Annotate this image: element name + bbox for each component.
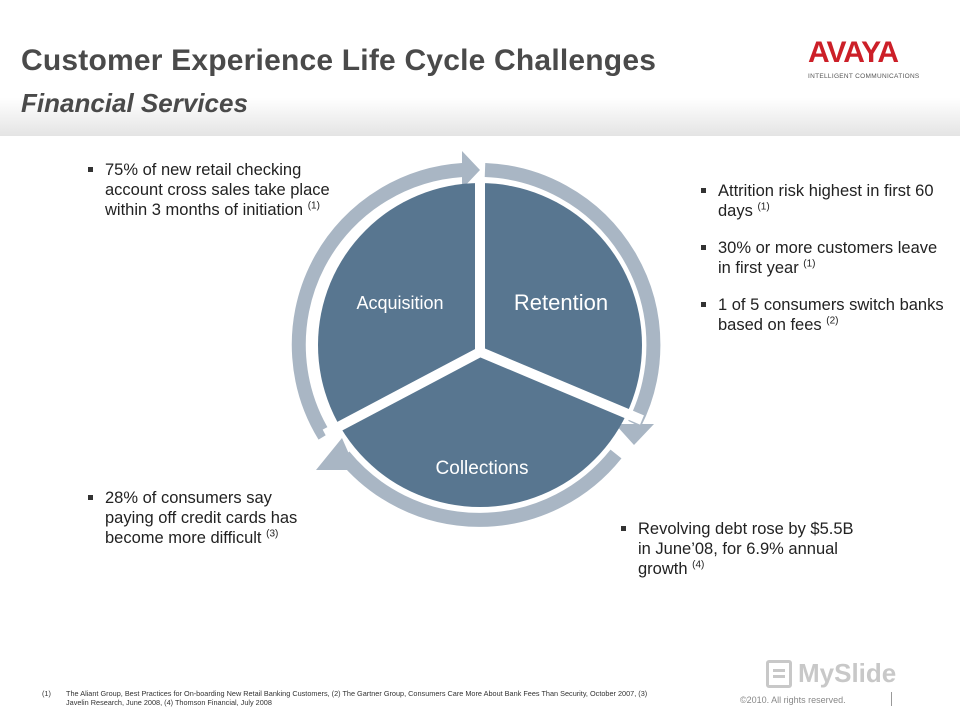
segment-label-retention: Retention [514, 290, 608, 315]
ring-arrowhead-collections [316, 438, 356, 470]
logo-tagline: INTELLIGENT COMMUNICATIONS [808, 73, 920, 80]
wheel-dividers [322, 178, 644, 439]
bullets-acquisition: 75% of new retail checking account cross… [88, 160, 363, 237]
footer-divider [891, 692, 892, 706]
logo-wordmark: AVAYA [808, 36, 899, 69]
slide-icon [766, 659, 792, 688]
ring-arc-retention [484, 163, 661, 428]
bullet-item: Revolving debt rose by $5.5B in June’08,… [621, 519, 861, 579]
segment-label-collections: Collections [436, 458, 529, 479]
bullet-item: Attrition risk highest in first 60 days … [701, 181, 951, 221]
cycle-arrow-ring [291, 151, 661, 527]
divider-left [322, 346, 485, 439]
bullet-item: 75% of new retail checking account cross… [88, 160, 363, 220]
bullet-item: 1 of 5 consumers switch banks based on f… [701, 295, 951, 335]
footnote-text: The Aliant Group, Best Practices for On-… [66, 689, 648, 707]
page-subtitle: Financial Services [21, 88, 248, 118]
page-title: Customer Experience Life Cycle Challenge… [21, 44, 657, 77]
bullets-collections-left: 28% of consumers say paying off credit c… [88, 488, 308, 565]
header-band [0, 0, 960, 136]
watermark-text: MySlide [798, 658, 897, 688]
bullets-retention: Attrition risk highest in first 60 days … [701, 181, 951, 352]
ring-arc-acquisition [291, 163, 463, 440]
lifecycle-diagram: Acquisition Retention Collections [291, 151, 661, 527]
bullet-item: 30% or more customers leave in first yea… [701, 238, 951, 278]
copyright: ©2010. All rights reserved. [740, 695, 846, 705]
footnote-number: (1) [42, 689, 51, 698]
myslide-watermark: MySlide [766, 658, 896, 689]
bullets-collections-right: Revolving debt rose by $5.5B in June’08,… [621, 519, 861, 596]
ring-arc-collections [338, 449, 622, 527]
ring-arrowhead-acquisition [462, 151, 480, 189]
avaya-logo: AVAYA INTELLIGENT COMMUNICATIONS [808, 36, 920, 88]
ring-arrowhead-retention [615, 424, 654, 445]
divider-right [476, 346, 644, 425]
bullet-item: 28% of consumers say paying off credit c… [88, 488, 308, 548]
segment-label-acquisition: Acquisition [356, 293, 443, 313]
